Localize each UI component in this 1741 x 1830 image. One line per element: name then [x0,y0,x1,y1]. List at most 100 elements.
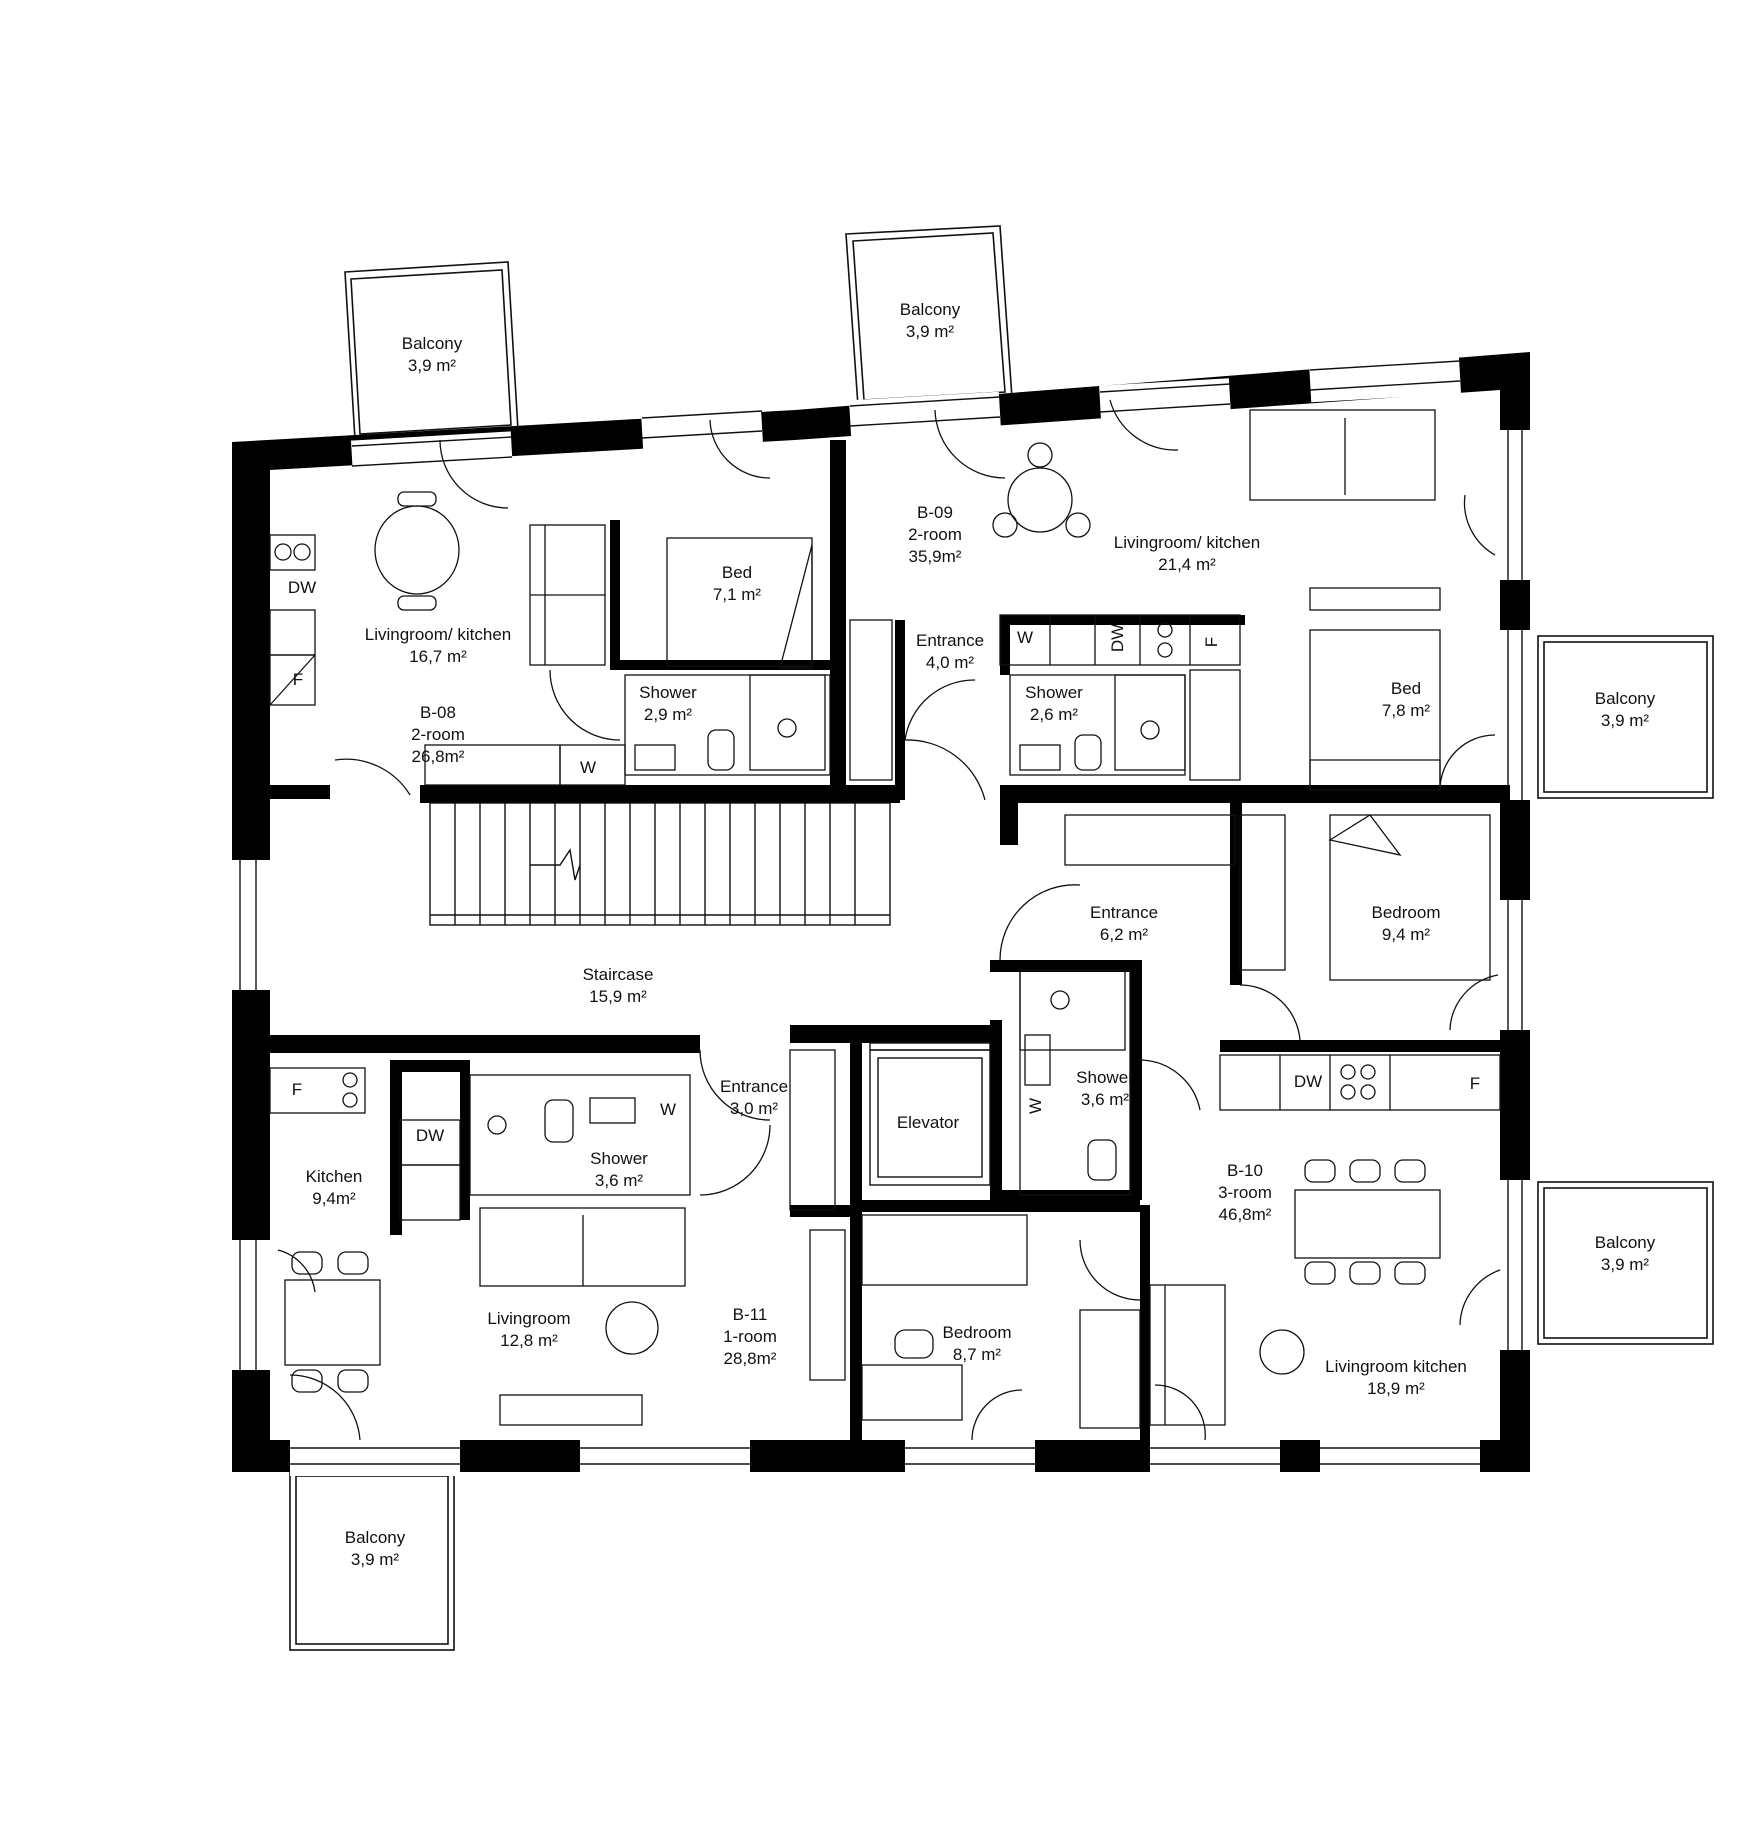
room-name: Livingroom/ kitchen [364,625,512,644]
room-bed-b09: Bed 7,8 m² [1382,678,1430,722]
room-balcony-b09: Balcony 3,9 m² [900,299,960,343]
room-name: Shower [590,1149,648,1168]
apartment-b11-type: 1-room [723,1327,777,1346]
fixture-w-b08: W [579,758,597,777]
room-name: Shower [1025,683,1083,702]
room-area: 2,9 m² [643,705,693,724]
room-balcony-b09-east: Balcony 3,9 m² [1595,688,1655,732]
apartment-b11-area: 28,8m² [723,1349,777,1368]
room-area: 12,8 m² [500,1331,558,1350]
apartment-b08-code: B-08 [420,703,456,722]
room-name: Livingroom kitchen [1325,1357,1467,1376]
room-balcony-b08: Balcony 3,9 m² [402,333,462,377]
room-staircase: Staircase 15,9 m² [583,964,654,1008]
room-name: Shower [639,683,697,702]
room-living-b11: Livingroom 12,8 m² [487,1308,570,1352]
balcony-b10-outline [1537,1181,1714,1345]
room-name: Bed [1390,679,1422,698]
room-area: 3,6 m² [1080,1090,1130,1109]
apartment-b11-code: B-11 [732,1305,768,1324]
stair-treads [429,802,891,926]
apartment-b10-label: B-10 3-room 46,8m² [1218,1160,1272,1226]
room-shower-b08: Shower 2,9 m² [639,682,697,726]
room-area: 9,4m² [312,1189,356,1208]
balcony-b09-east-outline [1537,635,1714,799]
room-living-b08: Livingroom/ kitchen 16,7 m² [365,624,511,668]
room-bed-b08: Bed 7,1 m² [713,562,761,606]
room-shower-b11: Shower 3,6 m² [590,1148,648,1192]
fixture-w-b10: W [1026,1097,1045,1115]
room-area: 7,1 m² [712,585,762,604]
room-name: Balcony [1594,1233,1656,1252]
room-name: Shower [1076,1068,1134,1087]
room-area: 8,7 m² [952,1345,1002,1364]
room-balcony-b10: Balcony 3,9 m² [1595,1232,1655,1276]
fixture-dw-b11: DW [415,1126,445,1145]
room-shower-b09: Shower 2,6 m² [1025,682,1083,726]
room-name: Balcony [1594,689,1656,708]
room-name: Kitchen [305,1167,363,1186]
apartment-b09-code: B-09 [917,503,953,522]
room-name: Bedroom [942,1323,1012,1342]
fixture-dw-b10: DW [1293,1072,1323,1091]
room-area: 6,2 m² [1099,925,1149,944]
room-area: 3,9 m² [1600,711,1650,730]
fixture-dw-b09: DW [1108,623,1127,653]
room-name: Balcony [344,1528,406,1547]
room-bedroom-b10: Bedroom 9,4 m² [1372,902,1441,946]
room-name: Entrance [719,1077,789,1096]
apartment-b08-area: 26,8m² [411,747,465,766]
room-name: Bedroom [1371,903,1441,922]
apartment-b10-code: B-10 [1227,1161,1263,1180]
room-area: 3,9 m² [1600,1255,1650,1274]
fixture-f-b09: F [1202,636,1221,648]
room-kitchen-b11: Kitchen 9,4m² [306,1166,363,1210]
fixture-w-b09: W [1016,628,1034,647]
room-name: Elevator [896,1113,960,1132]
room-name: Balcony [899,300,961,319]
room-name: Bed [721,563,753,582]
room-area: 3,6 m² [594,1171,644,1190]
furniture [269,399,1501,1441]
room-name: Balcony [401,334,463,353]
room-area: 2,6 m² [1029,705,1079,724]
room-area: 16,7 m² [409,647,467,666]
fixture-f-b11: F [291,1080,303,1099]
room-area: 3,9 m² [350,1550,400,1569]
apartment-b08-label: B-08 2-room 26,8m² [411,702,465,768]
apartment-b11-label: B-11 1-room 28,8m² [723,1304,777,1370]
fixture-w-b11: W [659,1100,677,1119]
fixture-f-b10: F [1469,1074,1481,1093]
room-area: 7,8 m² [1381,701,1431,720]
windows [228,355,1534,1476]
apartment-b10-area: 46,8m² [1218,1205,1272,1224]
room-entrance-b09: Entrance 4,0 m² [916,630,984,674]
room-area: 21,4 m² [1158,555,1216,574]
room-living-b09: Livingroom/ kitchen 21,4 m² [1114,532,1260,576]
fixture-dw-b08: DW [287,578,317,597]
room-area: 9,4 m² [1381,925,1431,944]
apartment-b10-type: 3-room [1218,1183,1272,1202]
outer-walls [232,352,1530,1472]
room-name: Entrance [1089,903,1159,922]
room-name: Livingroom/ kitchen [1113,533,1261,552]
room-elevator: Elevator [897,1112,959,1134]
room-area: 3,9 m² [407,356,457,375]
room-living-b10: Livingroom kitchen 18,9 m² [1325,1356,1467,1400]
apartment-b08-type: 2-room [411,725,465,744]
room-entrance-b10: Entrance 6,2 m² [1090,902,1158,946]
room-name: Livingroom [487,1309,571,1328]
apartment-b09-label: B-09 2-room 35,9m² [908,502,962,568]
apartment-b09-type: 2-room [908,525,962,544]
room-area: 15,9 m² [589,987,647,1006]
room-area: 4,0 m² [925,653,975,672]
room-bedroom2-b10: Bedroom 8,7 m² [943,1322,1012,1366]
room-balcony-b11: Balcony 3,9 m² [345,1527,405,1571]
room-shower-b10: Shower 3,6 m² [1076,1067,1134,1111]
interior-walls [270,440,1510,1440]
room-area: 3,9 m² [905,322,955,341]
apartment-b09-area: 35,9m² [908,547,962,566]
fixture-f-b08: F [292,670,304,689]
room-name: Entrance [915,631,985,650]
